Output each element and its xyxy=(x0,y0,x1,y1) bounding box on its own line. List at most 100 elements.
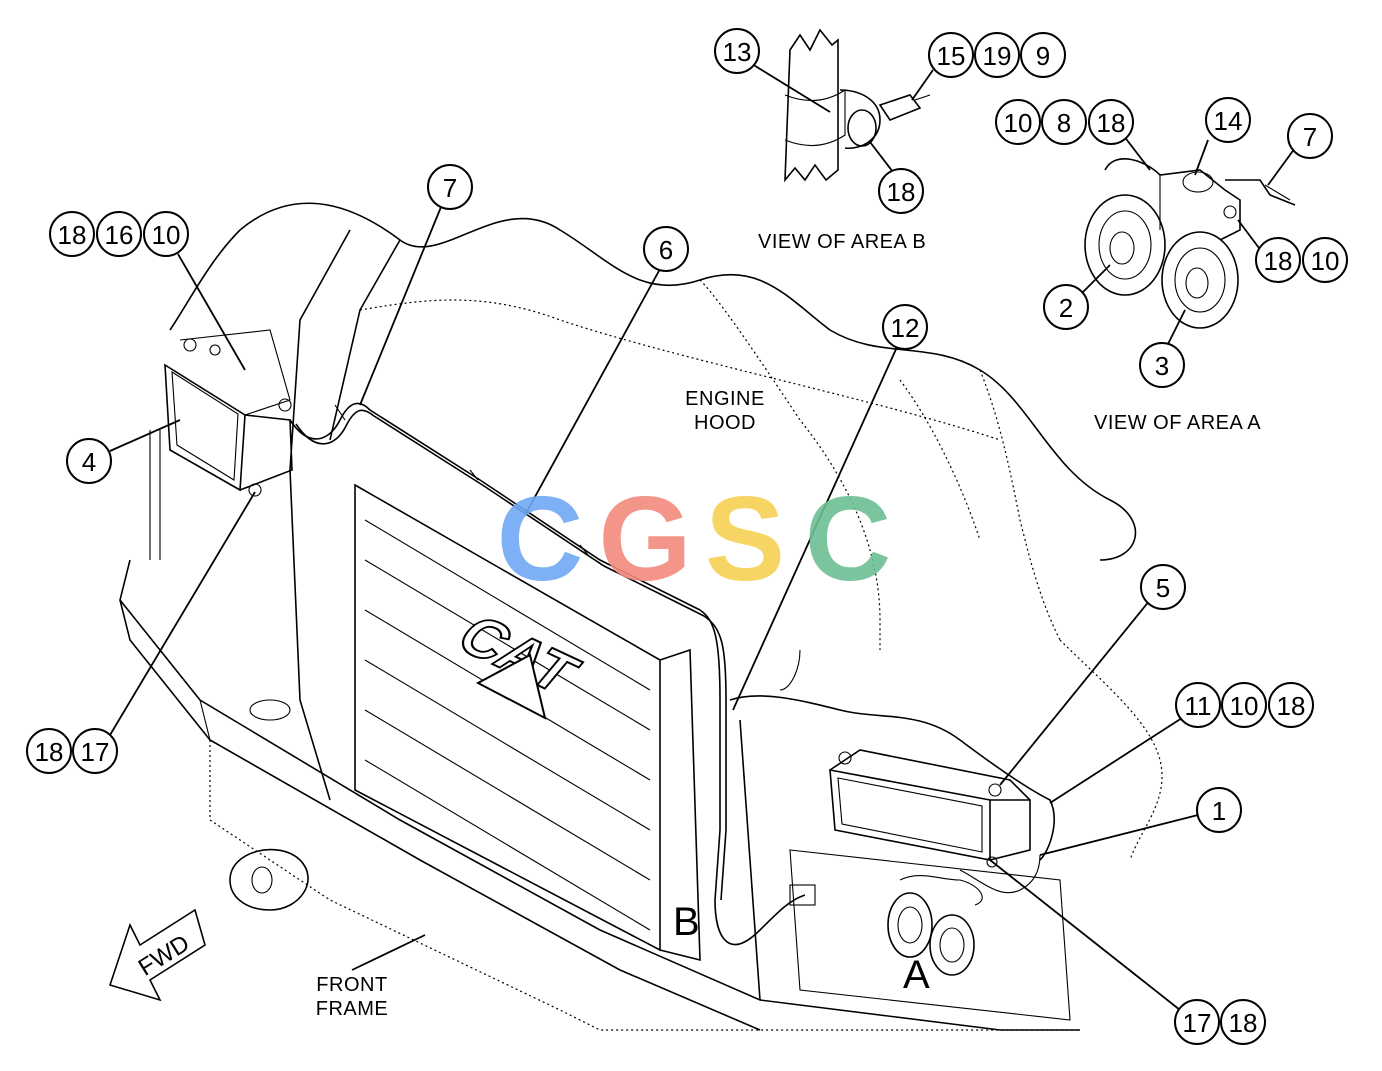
callout-number: 18 xyxy=(58,220,87,250)
callout-circle xyxy=(49,211,95,257)
callout-circle xyxy=(1088,99,1134,145)
callout-circle xyxy=(928,32,974,78)
horns-area-a xyxy=(887,875,983,976)
callout-c13: 13 xyxy=(714,28,760,74)
callout-c14: 14 xyxy=(1205,97,1251,143)
callout-number: 3 xyxy=(1155,351,1169,381)
callout-c18a2: 18 xyxy=(1255,237,1301,283)
callout-c7a: 7 xyxy=(1287,113,1333,159)
callout-number: 15 xyxy=(937,41,966,71)
callout-number: 1 xyxy=(1212,796,1226,826)
callout-number: 2 xyxy=(1059,293,1073,323)
callout-number: 12 xyxy=(891,313,920,343)
callout-circle xyxy=(26,728,72,774)
callout-circle xyxy=(643,226,689,272)
fwd-arrow: FWD xyxy=(108,908,206,1002)
callout-circle xyxy=(878,168,924,214)
callout-number: 11 xyxy=(1185,691,1212,721)
callout-circle xyxy=(1175,682,1221,728)
callout-number: 19 xyxy=(983,41,1012,71)
wiring-harness xyxy=(289,402,1055,946)
callout-c18ll: 18 xyxy=(26,728,72,774)
callout-c19: 19 xyxy=(974,32,1020,78)
callout-number: 7 xyxy=(1303,122,1317,152)
callout-number: 6 xyxy=(659,235,673,265)
callout-number: 4 xyxy=(82,447,96,477)
callout-circle xyxy=(1041,99,1087,145)
callout-c16: 16 xyxy=(96,211,142,257)
callout-number: 14 xyxy=(1214,106,1243,136)
callout-c4: 4 xyxy=(66,438,112,484)
callout-number: 10 xyxy=(1004,108,1033,138)
area-a-marker: A xyxy=(903,953,930,997)
callout-circle xyxy=(1196,787,1242,833)
callout-circle xyxy=(714,28,760,74)
text-labels: VIEW OF AREA B VIEW OF AREA A ENGINE HOO… xyxy=(316,231,1261,1020)
callout-c18l: 18 xyxy=(49,211,95,257)
callout-number: 10 xyxy=(152,220,181,250)
callout-circle xyxy=(66,438,112,484)
callout-group: 13 15 19 9 18 10 8 18 14 7 18 10 2 3 18 16 10 7 6 12 4 18 17 5 1… xyxy=(26,28,1348,1045)
callout-c18r: 18 xyxy=(1268,682,1314,728)
callout-circle xyxy=(882,304,928,350)
work-lamp-right xyxy=(829,749,1031,868)
callout-c12: 12 xyxy=(882,304,928,350)
callout-circle xyxy=(1140,564,1186,610)
cat-logo-triangle xyxy=(475,653,547,720)
callout-circle xyxy=(72,728,118,774)
callout-c6: 6 xyxy=(643,226,689,272)
watermark-letter-c2: C xyxy=(805,472,892,606)
callout-circle xyxy=(995,99,1041,145)
callout-c5: 5 xyxy=(1140,564,1186,610)
watermark-letter-c1: C xyxy=(497,472,584,606)
front-frame-label-line2: FRAME xyxy=(316,998,389,1020)
engine-hood-label-line1: ENGINE xyxy=(685,388,765,410)
callout-c10a: 10 xyxy=(995,99,1041,145)
cgsc-watermark: C G S C xyxy=(497,472,892,606)
callout-number: 18 xyxy=(1229,1008,1258,1038)
front-frame-label-line1: FRONT xyxy=(316,974,387,996)
callout-number: 10 xyxy=(1311,246,1340,276)
callout-number: 18 xyxy=(1097,108,1126,138)
callout-number: 13 xyxy=(723,37,752,67)
detail-view-area-a xyxy=(1084,158,1296,329)
callout-number: 5 xyxy=(1156,573,1170,603)
callout-circle xyxy=(1020,32,1066,78)
callout-c18bb: 18 xyxy=(1220,999,1266,1045)
callout-c3: 3 xyxy=(1139,342,1185,388)
callout-number: 18 xyxy=(1264,246,1293,276)
detail-view-area-b xyxy=(784,28,931,183)
callout-number: 8 xyxy=(1057,108,1071,138)
callout-c2: 2 xyxy=(1043,284,1089,330)
callout-circle xyxy=(1220,999,1266,1045)
callout-number: 18 xyxy=(35,737,64,767)
callout-circle xyxy=(143,211,189,257)
callout-circle xyxy=(1174,999,1220,1045)
callout-c7m: 7 xyxy=(427,164,473,210)
callout-c18a1: 18 xyxy=(1088,99,1134,145)
callout-circle xyxy=(1302,237,1348,283)
area-b-marker: B xyxy=(673,900,700,944)
callout-number: 17 xyxy=(1183,1008,1212,1038)
callout-circle xyxy=(1287,113,1333,159)
callout-c11: 11 xyxy=(1175,682,1221,728)
callout-circle xyxy=(1139,342,1185,388)
watermark-letter-g: G xyxy=(598,472,691,606)
callout-circle xyxy=(974,32,1020,78)
callout-c1: 1 xyxy=(1196,787,1242,833)
callout-circle xyxy=(1221,682,1267,728)
callout-circle xyxy=(1205,97,1251,143)
callout-number: 16 xyxy=(105,220,134,250)
callout-circle xyxy=(427,164,473,210)
callout-circle xyxy=(1268,682,1314,728)
view-area-b-label: VIEW OF AREA B xyxy=(758,231,926,253)
callout-c10a2: 10 xyxy=(1302,237,1348,283)
callout-number: 10 xyxy=(1230,691,1259,721)
callout-c8: 8 xyxy=(1041,99,1087,145)
machine-line-art xyxy=(119,202,1163,1031)
callout-number: 17 xyxy=(81,737,110,767)
callout-c15: 15 xyxy=(928,32,974,78)
work-lamp-left xyxy=(164,329,293,497)
callout-number: 9 xyxy=(1036,41,1050,71)
